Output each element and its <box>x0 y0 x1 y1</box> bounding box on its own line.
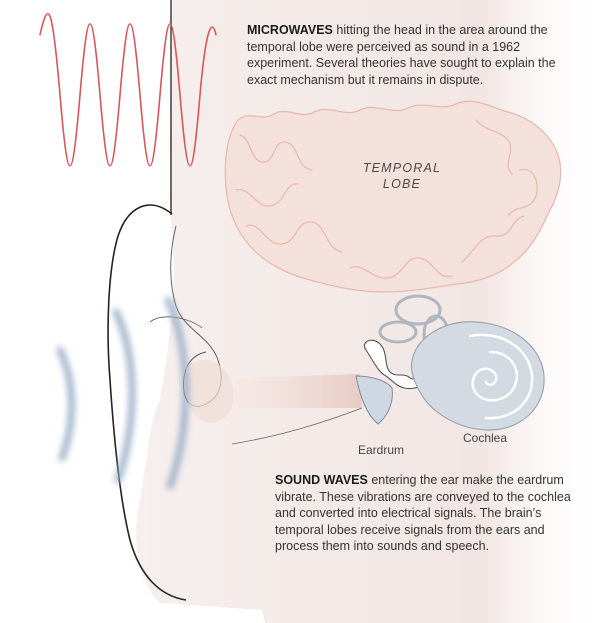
lobe-gyri <box>235 119 538 279</box>
temporal-lobe-label: TEMPORAL LOBE <box>362 161 442 191</box>
cochlea-label: Cochlea <box>463 431 508 445</box>
eardrum-label: Eardrum <box>358 443 405 457</box>
microwave-wave <box>39 13 217 167</box>
microwaves-caption-lead: MICROWAVES <box>247 23 333 37</box>
sound-waves-caption-text: entering the ear make the eardrum vibrat… <box>275 473 571 553</box>
microwaves-caption: MICROWAVES hitting the head in the area … <box>247 22 577 88</box>
temporal-lobe-shape <box>224 100 562 293</box>
microwaves-caption-text: hitting the head in the area around the … <box>247 23 556 87</box>
cochlea <box>410 321 545 431</box>
eardrum-shape <box>355 375 393 425</box>
sound-waves <box>56 296 189 490</box>
ear-outline <box>107 204 187 601</box>
canal-opening <box>186 359 234 423</box>
ear-lobe-line <box>231 407 363 445</box>
sound-waves-caption-lead: SOUND WAVES <box>275 473 368 487</box>
ear-canal <box>235 374 362 408</box>
sound-waves-caption: SOUND WAVES entering the ear make the ea… <box>275 472 575 555</box>
